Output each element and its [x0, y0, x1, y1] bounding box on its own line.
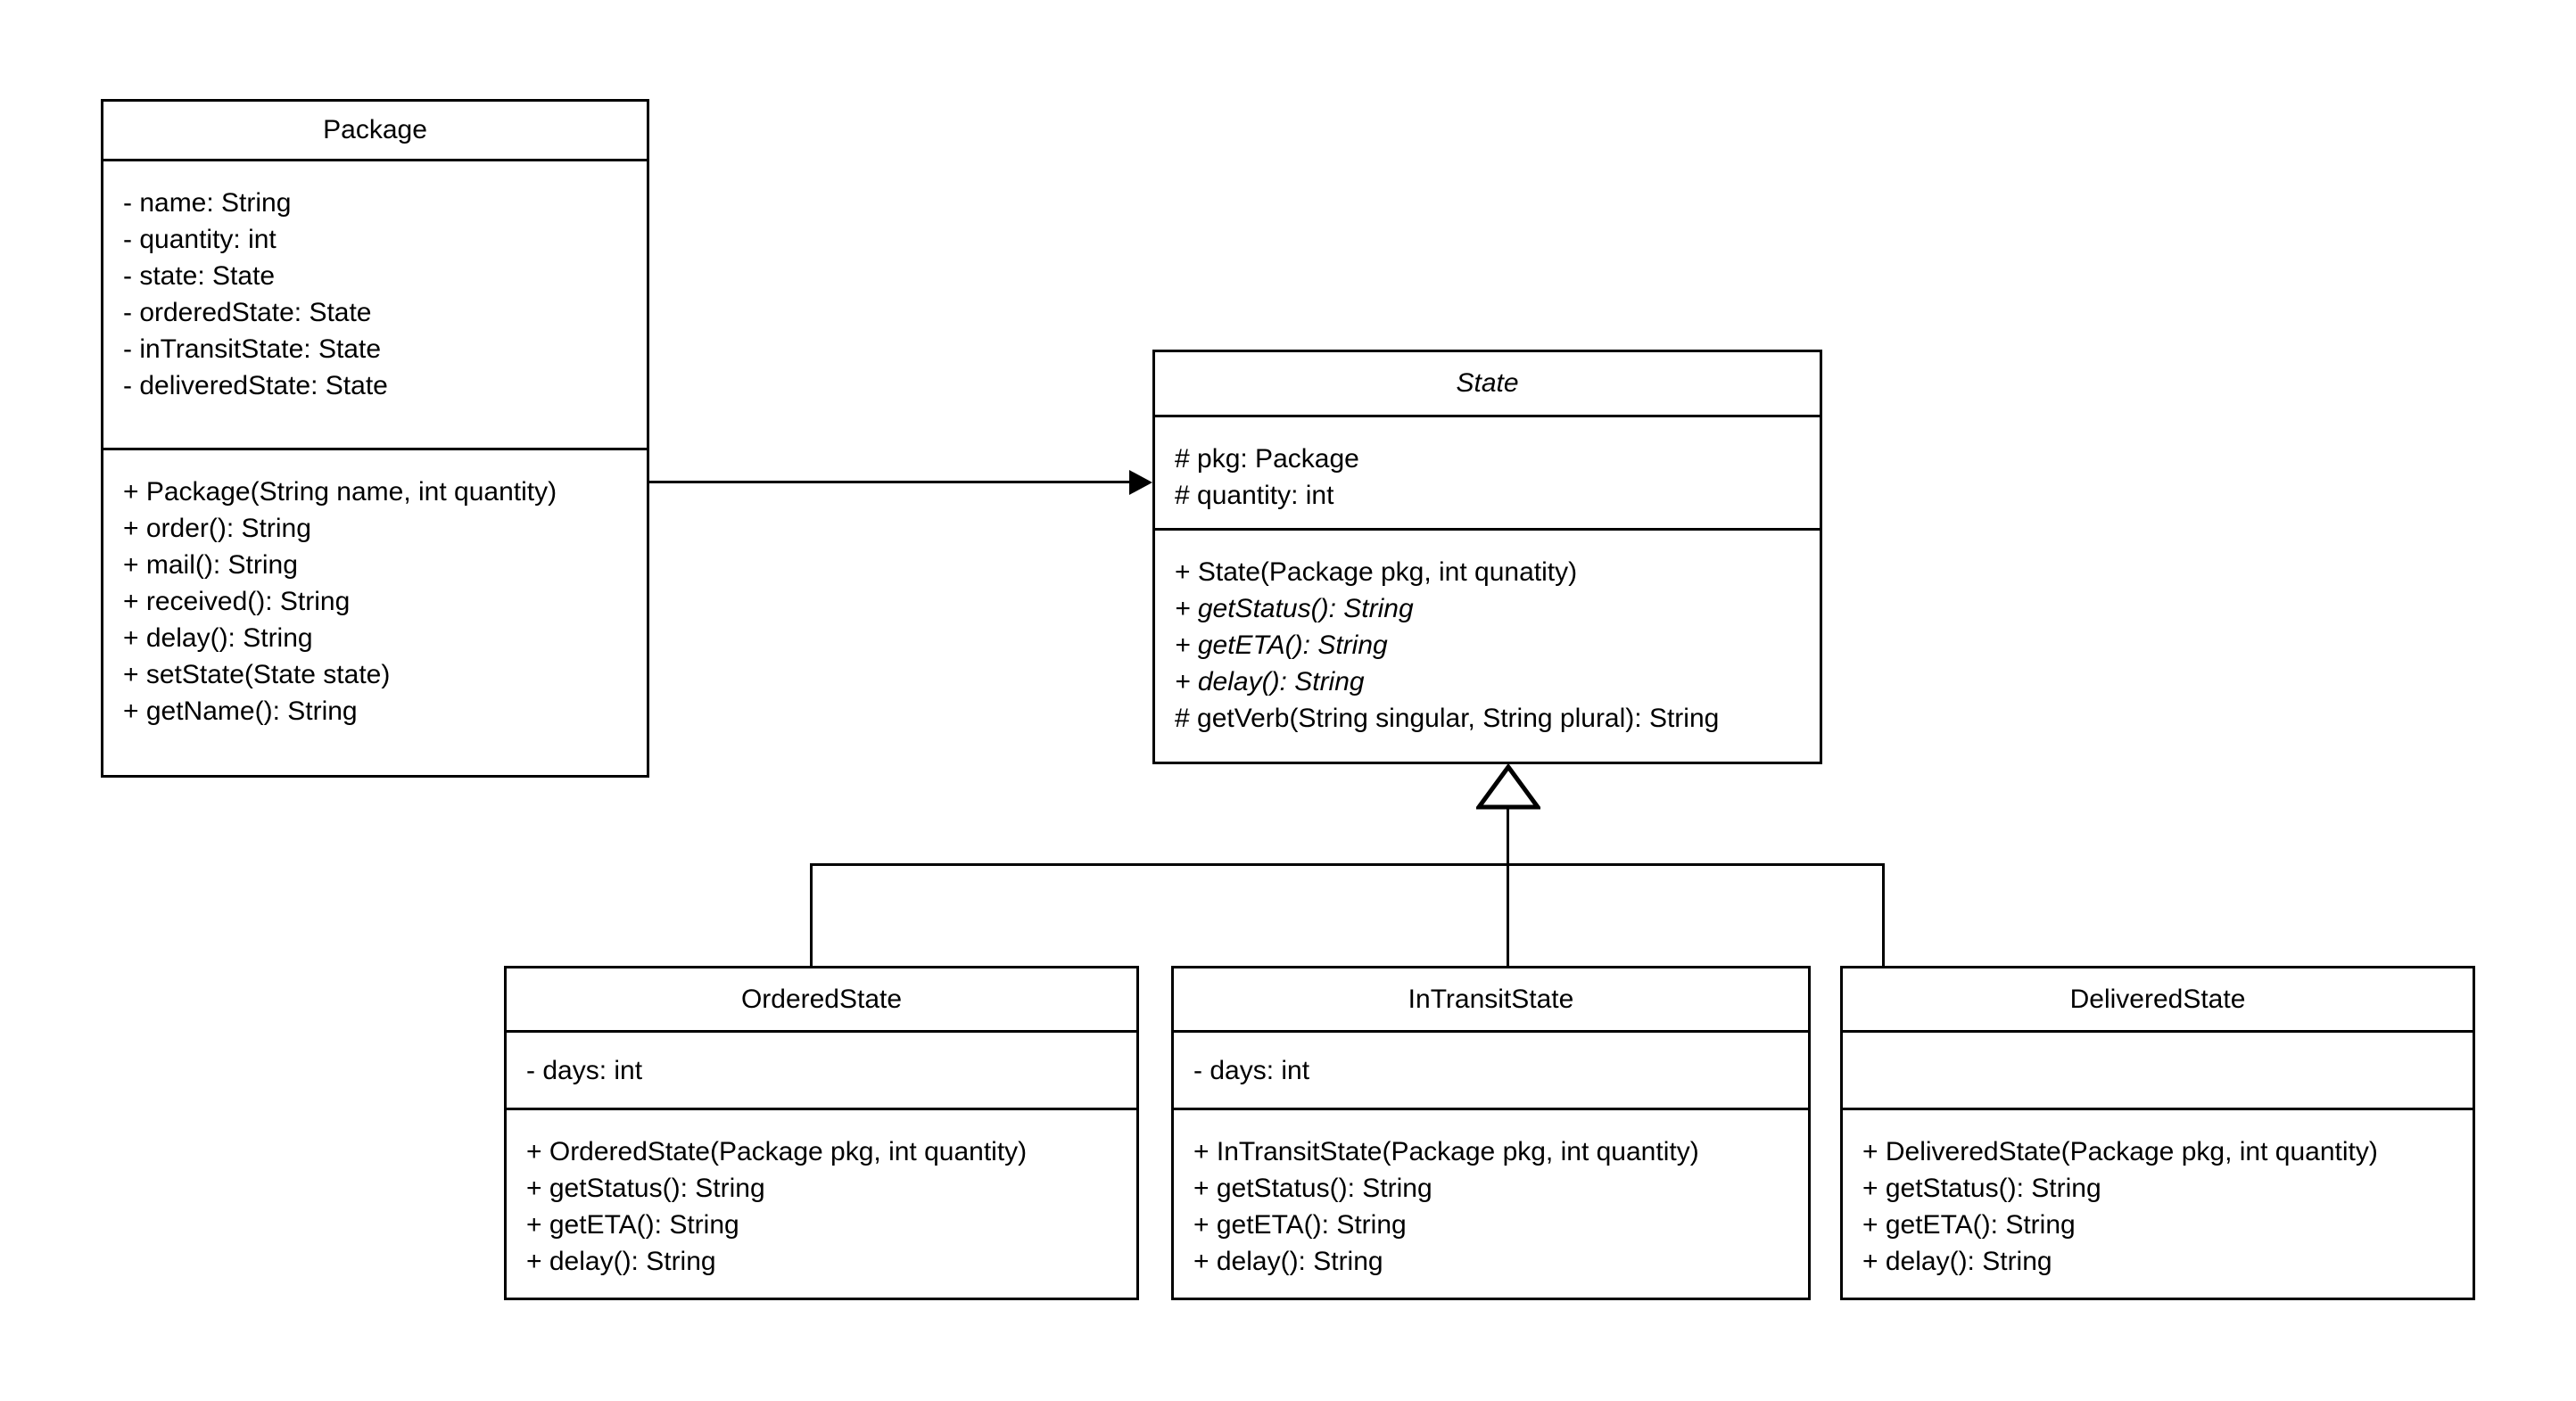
method-row: + setState(State state) [123, 660, 391, 689]
methods-compartment-package: + Package(String name, int quantity) + o… [103, 448, 647, 775]
attribute-row: - orderedState: State [123, 298, 372, 327]
method-row: + OrderedState(Package pkg, int quantity… [526, 1137, 1028, 1166]
class-box-deliveredstate[interactable]: DeliveredState + DeliveredState(Package … [1840, 966, 2475, 1300]
class-name-label: Package [323, 115, 427, 144]
attributes-compartment-deliveredstate [1843, 1030, 2473, 1108]
method-row: # getVerb(String singular, String plural… [1175, 704, 1720, 733]
generalization-drop-orderedstate [810, 863, 813, 968]
class-name-state: State [1155, 352, 1820, 415]
attribute-row: - inTransitState: State [123, 334, 382, 364]
methods-compartment-state: + State(Package pkg, int qunatity) + get… [1155, 528, 1820, 762]
generalization-drop-intransitstate [1507, 863, 1509, 968]
method-row: + delay(): String [526, 1247, 716, 1276]
method-row: + delay(): String [123, 623, 313, 653]
method-row: + delay(): String [1862, 1247, 2052, 1276]
class-box-state[interactable]: State # pkg: Package # quantity: int + S… [1152, 350, 1822, 764]
attribute-row: # quantity: int [1175, 481, 1334, 510]
method-row: + received(): String [123, 587, 351, 616]
association-arrowhead-icon [1129, 470, 1152, 495]
method-row-abstract: + getStatus(): String [1175, 594, 1414, 623]
class-name-orderedstate: OrderedState [507, 968, 1136, 1030]
method-row: + InTransitState(Package pkg, int quanti… [1193, 1137, 1699, 1166]
class-name-label: InTransitState [1408, 984, 1574, 1014]
attribute-row: - name: String [123, 188, 292, 218]
method-row-abstract: + delay(): String [1175, 667, 1365, 696]
attributes-compartment-package: - name: String - quantity: int - state: … [103, 159, 647, 448]
method-row: + getName(): String [123, 696, 358, 726]
method-row: + getStatus(): String [1193, 1174, 1432, 1203]
method-row: + delay(): String [1193, 1247, 1383, 1276]
association-line-package-state [649, 481, 1131, 483]
method-row: + getETA(): String [1862, 1210, 2076, 1240]
attributes-compartment-orderedstate: - days: int [507, 1030, 1136, 1108]
class-name-intransitstate: InTransitState [1174, 968, 1808, 1030]
method-row: + getStatus(): String [526, 1174, 765, 1203]
generalization-drop-deliveredstate [1882, 863, 1885, 968]
attribute-row: - state: State [123, 261, 276, 291]
method-row: + getStatus(): String [1862, 1174, 2101, 1203]
attributes-compartment-intransitstate: - days: int [1174, 1030, 1808, 1108]
methods-compartment-deliveredstate: + DeliveredState(Package pkg, int quanti… [1843, 1108, 2473, 1298]
class-name-label: OrderedState [740, 984, 903, 1014]
method-row-abstract: + getETA(): String [1175, 630, 1388, 660]
class-box-package[interactable]: Package - name: String - quantity: int -… [101, 99, 649, 778]
generalization-bus [810, 863, 1885, 866]
attribute-row: # pkg: Package [1175, 444, 1359, 474]
method-row: + getETA(): String [1193, 1210, 1407, 1240]
method-row: + order(): String [123, 514, 311, 543]
method-row: + DeliveredState(Package pkg, int quanti… [1862, 1137, 2378, 1166]
methods-compartment-intransitstate: + InTransitState(Package pkg, int quanti… [1174, 1108, 1808, 1298]
attribute-row: - days: int [1193, 1056, 1310, 1085]
method-row: + getETA(): String [526, 1210, 739, 1240]
method-row: + mail(): String [123, 550, 298, 580]
method-row: + State(Package pkg, int qunatity) [1175, 557, 1578, 587]
attributes-compartment-state: # pkg: Package # quantity: int [1155, 415, 1820, 528]
class-name-deliveredstate: DeliveredState [1843, 968, 2473, 1030]
attribute-row: - days: int [526, 1056, 643, 1085]
class-name-label: State [1456, 368, 1519, 398]
class-name-package: Package [103, 102, 647, 159]
method-row: + Package(String name, int quantity) [123, 477, 557, 507]
attribute-row: - quantity: int [123, 225, 277, 254]
generalization-triangle-icon [1476, 764, 1540, 811]
class-box-orderedstate[interactable]: OrderedState - days: int + OrderedState(… [504, 966, 1139, 1300]
methods-compartment-orderedstate: + OrderedState(Package pkg, int quantity… [507, 1108, 1136, 1298]
generalization-stem [1507, 807, 1509, 865]
class-box-intransitstate[interactable]: InTransitState - days: int + InTransitSt… [1171, 966, 1811, 1300]
attribute-row: - deliveredState: State [123, 371, 388, 400]
class-name-label: DeliveredState [2069, 984, 2246, 1014]
